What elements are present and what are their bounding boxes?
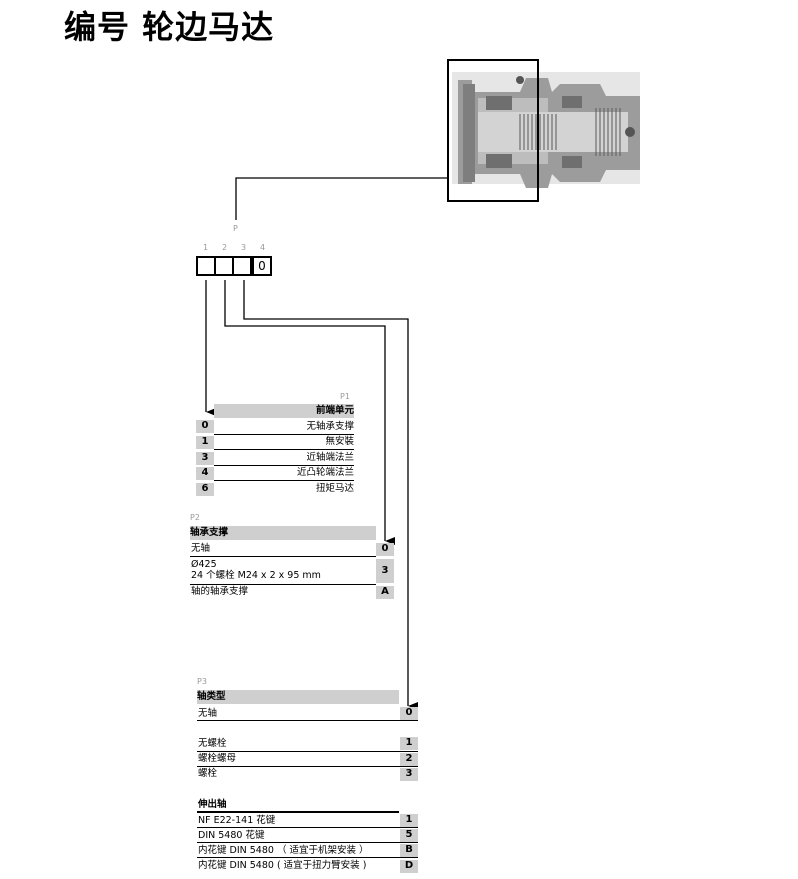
p3-divider (197, 751, 418, 752)
p2-header: 轴承支撑 (190, 526, 376, 540)
p3-g3-code-1: 5 (400, 829, 418, 842)
p3-divider (197, 842, 418, 843)
p1-code-2: 3 (196, 452, 214, 465)
p3-subheader: 伸出轴 (198, 799, 227, 810)
p2-code-0: 0 (376, 543, 394, 556)
p1-divider (214, 434, 354, 435)
code-position-2: 2 (222, 243, 228, 252)
p3-g1-code-0: 0 (400, 707, 418, 720)
p1-text-2: 近轴端法兰 (306, 452, 354, 463)
p3-label: P3 (197, 677, 207, 686)
p3-g2-text-2: 螺栓 (198, 768, 218, 779)
p1-code-3: 4 (196, 467, 214, 480)
p2-code-2: A (376, 586, 394, 599)
p2-text-1-line1: Ø425 (191, 559, 217, 570)
p1-text-4: 扭矩马达 (315, 483, 354, 494)
p2-text-1-line2: 24 个螺栓 M24 x 2 x 95 mm (191, 570, 321, 581)
p3-g2-text-0: 无螺栓 (198, 738, 227, 749)
p2-divider (190, 556, 376, 557)
p1-text-0: 无轴承支撑 (306, 421, 354, 432)
p2-text-2: 轴的轴承支撑 (191, 586, 249, 597)
p3-g3-code-0: 1 (400, 814, 418, 827)
p2-code-1: 3 (376, 559, 394, 583)
p3-header: 轴类型 (197, 690, 399, 704)
p3-g2-code-2: 3 (400, 768, 418, 781)
code-p-label: P (233, 224, 238, 233)
p3-g1-text-0: 无轴 (198, 708, 218, 719)
code-box-4: 0 (252, 256, 272, 276)
page-title: 编号 轮边马达 (64, 8, 275, 46)
code-box-2 (214, 256, 234, 276)
p1-divider (214, 465, 354, 466)
p1-label: P1 (340, 392, 350, 401)
p3-g3-text-0: NF E22-141 花键 (198, 815, 276, 826)
p3-divider (197, 857, 418, 858)
p1-divider (214, 480, 354, 481)
p2-label: P2 (190, 513, 200, 522)
p3-g2-text-1: 螺栓螺母 (198, 753, 237, 764)
code-box-3 (232, 256, 252, 276)
p1-text-3: 近凸轮端法兰 (296, 467, 354, 478)
p3-g2-code-1: 2 (400, 753, 418, 766)
p1-code-4: 6 (196, 483, 214, 496)
code-position-4: 4 (260, 243, 266, 252)
p3-divider (197, 720, 418, 721)
p3-divider (197, 766, 418, 767)
p3-divider (197, 827, 418, 828)
p3-g3-text-2: 内花键 DIN 5480 （ 适宜于机架安装 ） (198, 845, 369, 856)
p3-g3-code-3: D (400, 860, 418, 873)
p1-code-0: 0 (196, 420, 214, 433)
p3-subheader-rule (197, 811, 399, 813)
code-position-3: 3 (241, 243, 247, 252)
p1-header: 前端单元 (214, 404, 354, 418)
p2-text-0: 无轴 (191, 543, 211, 554)
code-position-1: 1 (203, 243, 209, 252)
p1-code-1: 1 (196, 436, 214, 449)
p1-text-1: 無安裝 (325, 436, 354, 447)
p2-divider (190, 584, 376, 585)
code-box-1 (196, 256, 216, 276)
p3-g3-code-2: B (400, 844, 418, 857)
p3-g3-text-1: DIN 5480 花键 (198, 830, 265, 841)
p3-g2-code-0: 1 (400, 737, 418, 750)
p3-g3-text-3: 内花键 DIN 5480 ( 适宜于扭力臂安装 ) (198, 860, 367, 871)
p1-divider (214, 449, 354, 450)
